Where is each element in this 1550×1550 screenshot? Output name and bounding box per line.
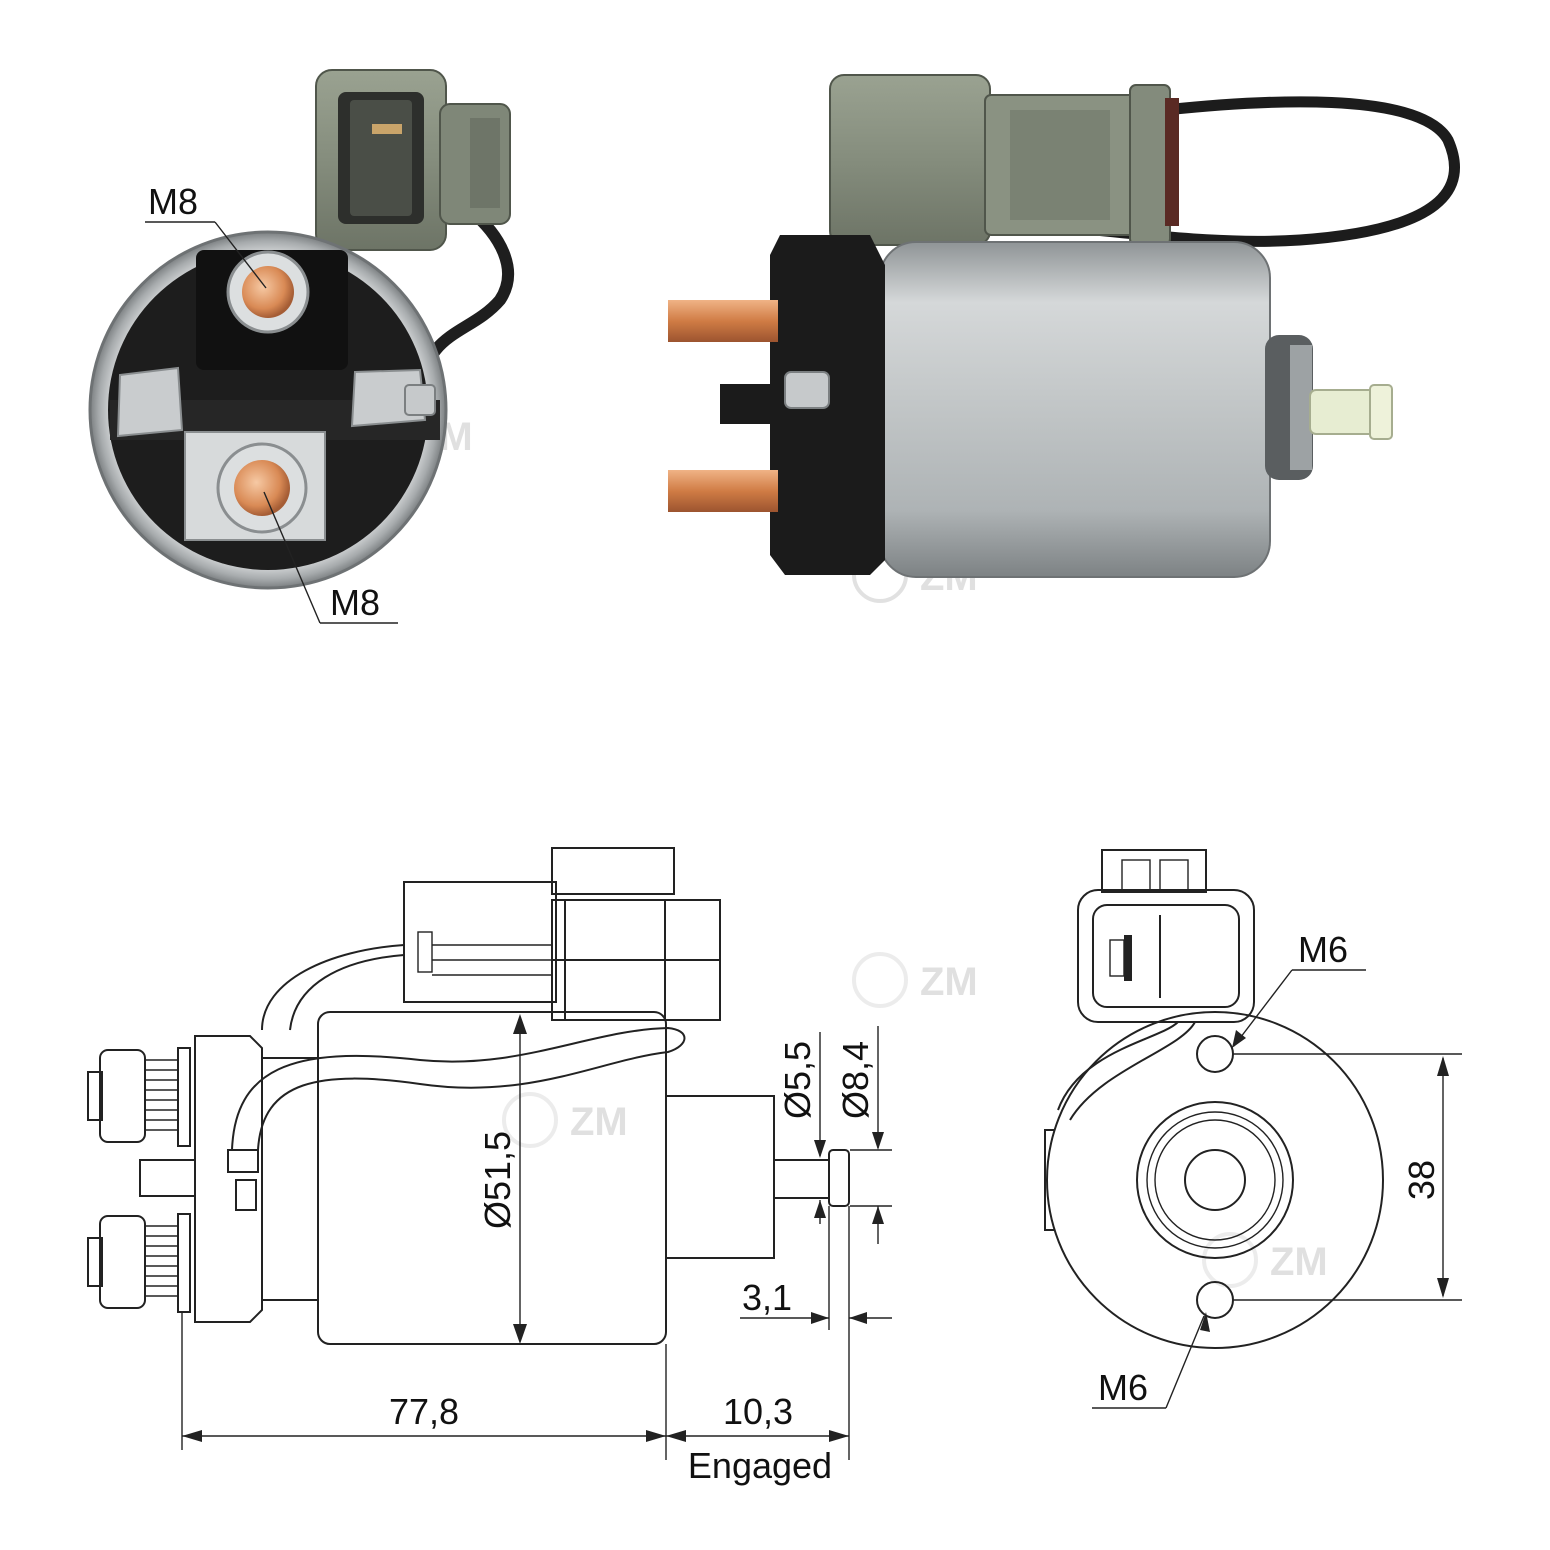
- drawing-plunger-tip: [828, 1149, 850, 1207]
- plug-connector: [315, 69, 511, 251]
- svg-text:ZM: ZM: [920, 960, 978, 1004]
- drawing-connector: [403, 847, 721, 1021]
- drawing-plunger-housing: [665, 1095, 775, 1259]
- top-stud: [668, 300, 778, 342]
- watermark-logo: ZM: [502, 1092, 628, 1148]
- dim-stroke: 10,3: [723, 1391, 793, 1432]
- plug-connector: [829, 74, 1179, 246]
- watermark-logo: ZM: [852, 952, 978, 1008]
- drawing-hole-top: [1196, 1035, 1234, 1073]
- drawing-plunger-bore: [1184, 1149, 1246, 1211]
- drawing-hole-bottom: [1196, 1281, 1234, 1319]
- contact-plate: [116, 366, 184, 438]
- drawing-tab: [139, 1159, 196, 1197]
- bottom-stud: [668, 470, 778, 512]
- dim-stroke-note: Engaged: [688, 1445, 832, 1486]
- drawing-housing-outline: [1046, 1011, 1384, 1349]
- leader-line: [263, 491, 321, 624]
- leader-line: [214, 221, 267, 289]
- front-technical-drawing: 38 M6 M6: [1044, 849, 1462, 1409]
- dim-hole-spacing: 38: [1401, 1160, 1442, 1200]
- front-photo-view: M8 M8: [88, 69, 515, 624]
- drawing-top-terminal: [87, 1047, 191, 1147]
- side-technical-drawing: Ø51,5 Ø5,5 Ø8,4 3,1 77,8 10,3: [87, 847, 892, 1486]
- label-thread-top: M6: [1298, 929, 1348, 970]
- top-stud: [242, 266, 294, 318]
- svg-text:ZM: ZM: [1270, 1240, 1328, 1284]
- drawing-plunger: [773, 1159, 830, 1199]
- bottom-stud: [234, 460, 290, 516]
- label-thread-bottom: M6: [1098, 1367, 1148, 1408]
- drawing-connector-front: [1077, 849, 1255, 1023]
- side-photo-view: [668, 74, 1460, 578]
- watermark-logo: ZM: [1202, 1232, 1328, 1288]
- drawing-collar: [1136, 1101, 1294, 1259]
- dim-length: 77,8: [389, 1391, 459, 1432]
- dim-body-diameter: Ø51,5: [477, 1131, 518, 1229]
- drawing-end-cap: [194, 1035, 263, 1323]
- dim-tip-length: 3,1: [742, 1277, 792, 1318]
- front-photo-label-top: M8: [148, 181, 198, 222]
- svg-text:ZM: ZM: [570, 1100, 628, 1144]
- dim-tip-diameter: Ø8,4: [835, 1041, 876, 1119]
- dim-plunger-diameter: Ø5,5: [777, 1041, 818, 1119]
- front-photo-label-bottom: M8: [330, 582, 380, 623]
- drawing-bottom-terminal: [87, 1213, 191, 1313]
- solenoid-housing: [879, 241, 1271, 578]
